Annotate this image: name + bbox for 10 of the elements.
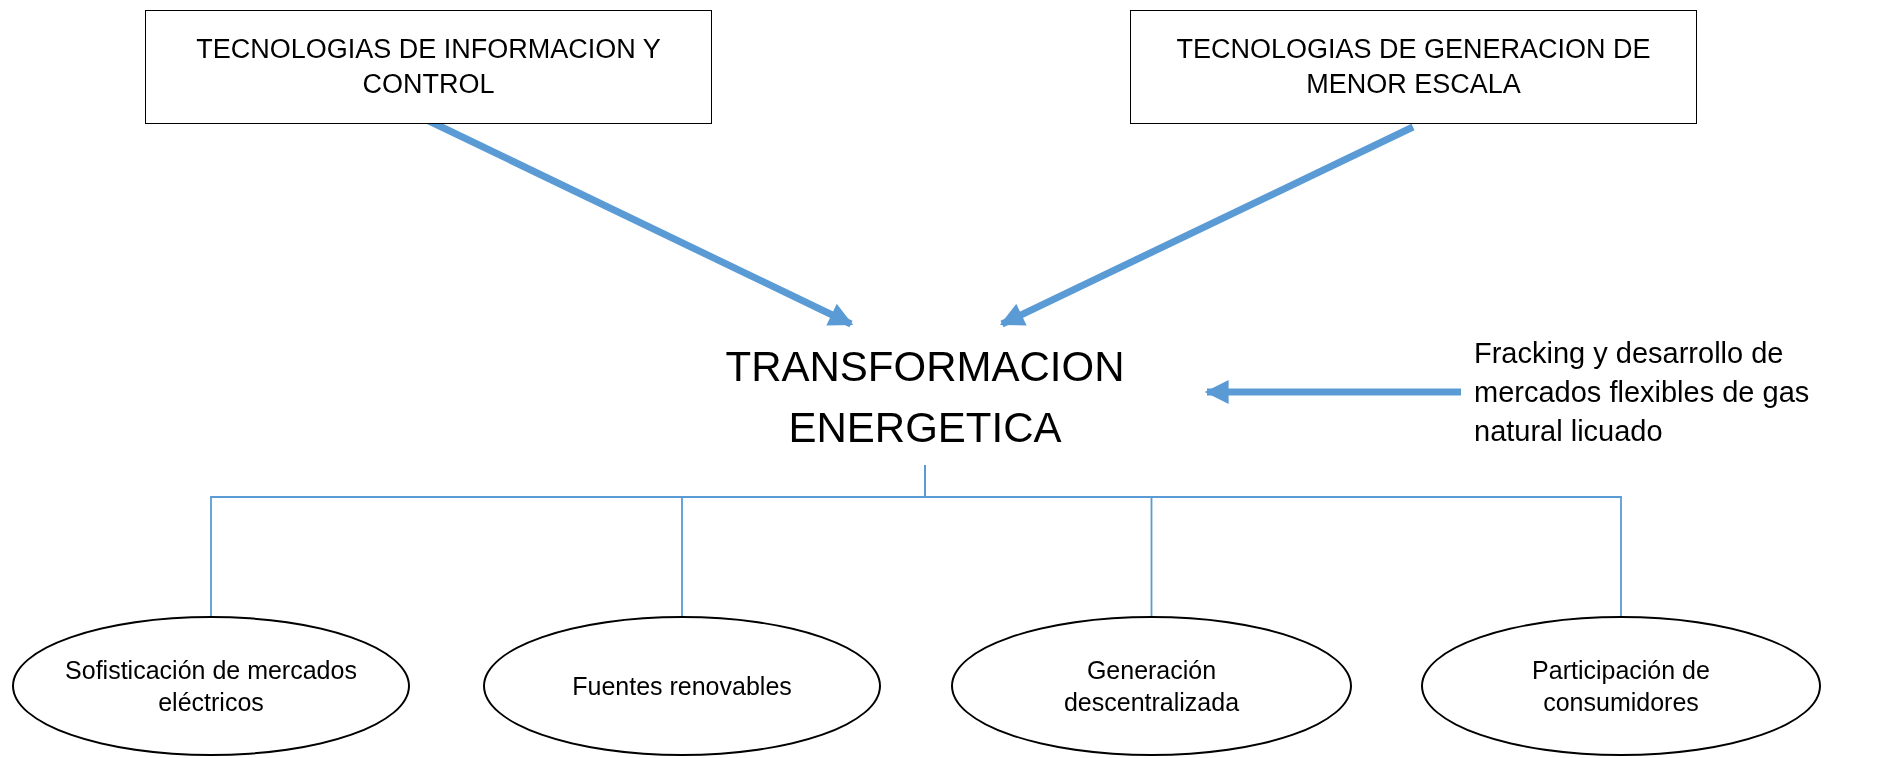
label-text: TRANSFORMACION ENERGETICA [724,342,1126,453]
text-box: TECNOLOGIAS DE GENERACION DE MENOR ESCALA [1130,10,1697,124]
label-text: Fracking y desarrollo de mercados flexibles de gas natural licuado [1474,335,1811,450]
ellipse-node: Participación de consumidores [1421,616,1821,756]
ellipse-node: Generación descentralizada [951,616,1352,756]
ellipse-node: Fuentes renovables [483,616,881,756]
connector-line [924,464,1622,617]
arrow [999,123,1415,328]
text-box: TECNOLOGIAS DE INFORMACION Y CONTROL [145,10,712,124]
ellipse-node: Sofisticación de mercados eléctricos [12,616,410,756]
